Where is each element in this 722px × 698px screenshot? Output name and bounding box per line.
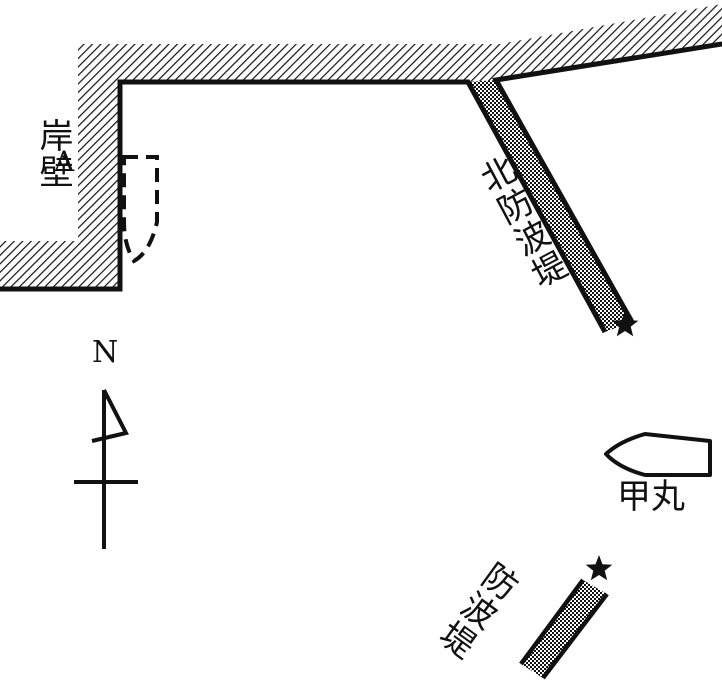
- shoreline: [0, 79, 608, 334]
- south-breakwater: [521, 580, 607, 678]
- land-area: [0, 4, 722, 289]
- berth-outline: [122, 155, 159, 264]
- shoreline-upper: [492, 41, 722, 324]
- north-breakwater: [468, 80, 632, 332]
- ship-label: 甲丸: [617, 477, 685, 517]
- quay-mark-label: A: [54, 145, 75, 178]
- ship-icon: [604, 432, 712, 477]
- star-icon: [611, 311, 639, 337]
- star-icon: [585, 555, 613, 581]
- north-label: N: [92, 335, 119, 370]
- quay-label: 岸壁: [33, 118, 73, 190]
- south-breakwater-edge-right: [541, 592, 609, 680]
- south-breakwater-edge-left: [519, 578, 585, 666]
- north-arrow-icon: [74, 389, 138, 549]
